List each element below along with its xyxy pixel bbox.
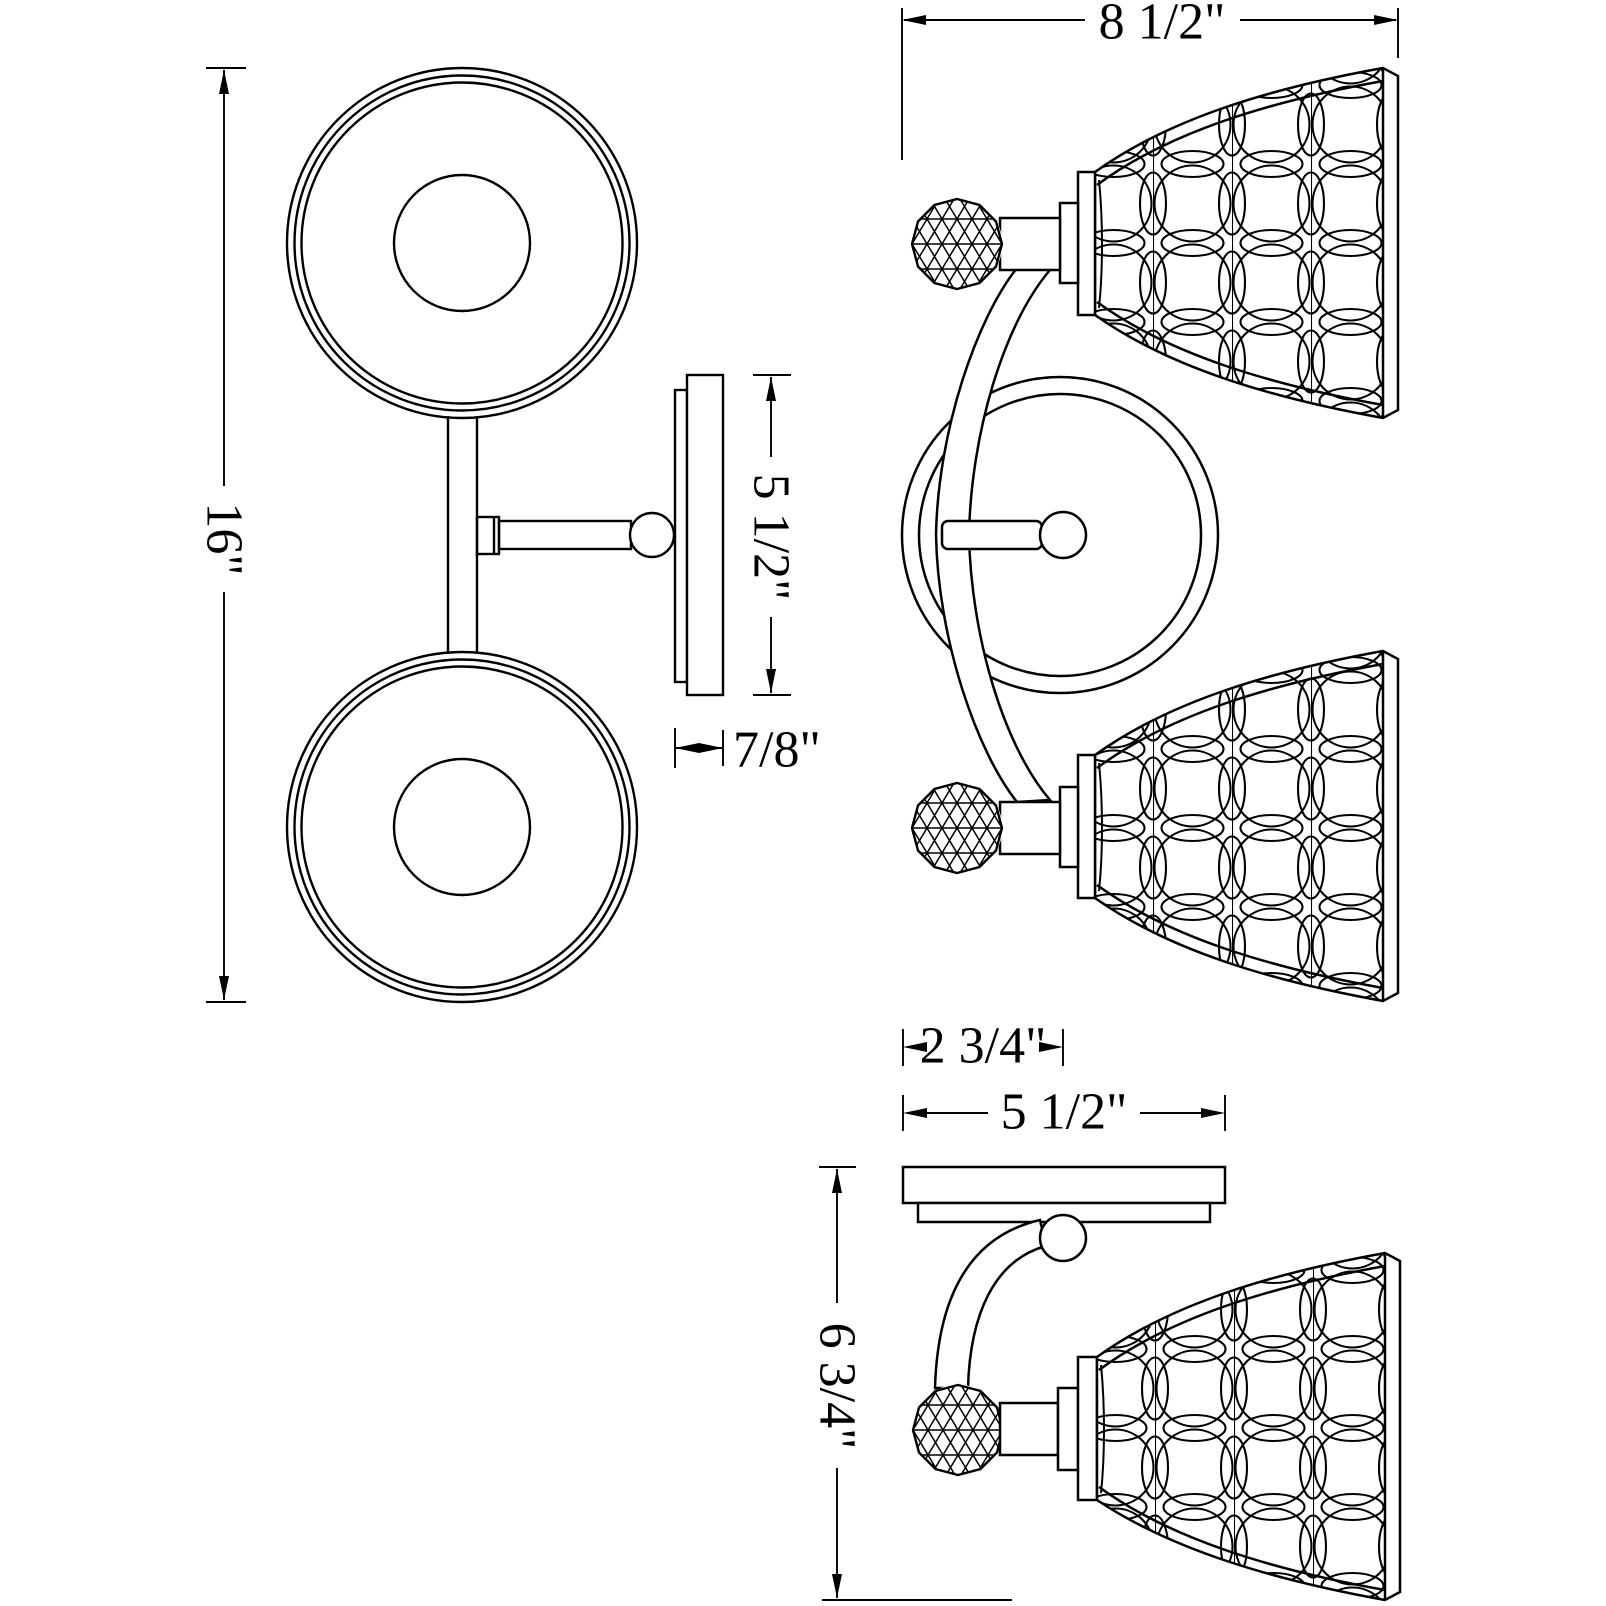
crystal-ball-top — [910, 197, 1004, 291]
dimension-overall-width: 8 1/2" — [901, 0, 1399, 160]
dimension-label: 16" — [196, 502, 253, 575]
shade-fitter-side — [1076, 1355, 1099, 1502]
connector-bar — [446, 416, 479, 654]
front-view — [900, 66, 1400, 1003]
canopy-plate — [901, 1165, 1227, 1205]
dimension-label: 7/8" — [733, 722, 821, 779]
socket-side — [1056, 1386, 1080, 1472]
backplate-side-profile — [673, 373, 725, 697]
stem-side — [998, 1401, 1060, 1457]
dimension-backplate-depth: 7/8" — [674, 722, 821, 779]
dimension-label: 5 1/2" — [1001, 1084, 1128, 1141]
curved-arm — [933, 1218, 1048, 1390]
crystal-ball-side — [911, 1383, 1005, 1477]
dimension-label: 2 3/4" — [920, 1018, 1047, 1075]
dimension-arm-offset: 2 3/4" — [902, 1018, 1064, 1075]
dimension-extension: 6 3/4" — [809, 1166, 1012, 1601]
dimension-label: 8 1/2" — [1099, 0, 1226, 51]
shade-circle-top — [285, 66, 639, 420]
wall-stem — [475, 515, 633, 556]
shade-fitter-bottom — [1076, 753, 1097, 900]
center-pivot-ball — [1038, 510, 1088, 560]
shade-fitter-top — [1076, 170, 1097, 317]
backplate — [900, 375, 1220, 695]
stem-bottom — [998, 800, 1062, 856]
stem-top — [998, 216, 1062, 272]
shade-circle-bottom — [285, 650, 639, 1004]
scroll-arm — [934, 266, 1053, 804]
socket-bottom — [1058, 785, 1080, 869]
plan-view — [285, 66, 725, 1004]
dimension-label: 5 1/2" — [743, 474, 800, 601]
side-view — [901, 1165, 1402, 1602]
socket-top — [1058, 201, 1080, 285]
dimension-label: 6 3/4" — [809, 1323, 866, 1450]
shade-side-crystal-pattern — [1097, 1253, 1385, 1600]
dimension-backplate-width: 5 1/2" — [902, 1084, 1226, 1141]
center-stem — [940, 519, 1044, 551]
dimension-backplate-height: 5 1/2" — [743, 374, 800, 696]
pivot-ball — [628, 511, 676, 559]
crystal-ball-bottom — [910, 781, 1004, 875]
arm-pivot-ball — [1038, 1213, 1088, 1263]
dimension-overall-height: 16" — [196, 67, 253, 1003]
